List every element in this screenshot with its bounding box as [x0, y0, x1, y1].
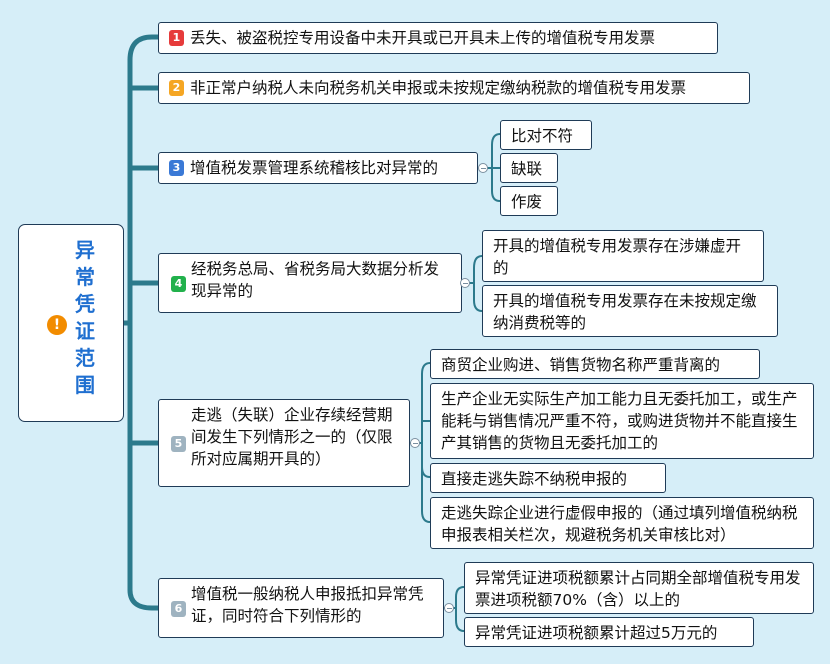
branch-4-child-2[interactable]: 开具的增值税专用发票存在未按规定缴纳消费税等的 [482, 285, 778, 337]
child-text: 开具的增值税专用发票存在未按规定缴纳消费税等的 [493, 292, 757, 332]
child-text: 商贸企业购进、销售货物名称严重背离的 [441, 356, 721, 374]
branch-6-child-1[interactable]: 异常凭证进项税额累计占同期全部增值税专用发票进项税额70%（含）以上的 [464, 562, 814, 614]
branch-3-child-3[interactable]: 作废 [500, 186, 558, 216]
branch-5-child-4[interactable]: 走逃失踪企业进行虚假申报的（通过填列增值税纳税申报表相关栏次，规避税务机关审核比… [430, 497, 814, 549]
branch-1-text: 丢失、被盗税控专用设备中未开具或已开具未上传的增值税专用发票 [190, 29, 656, 47]
branch-3-collapse-toggle[interactable] [478, 163, 488, 173]
branch-5-child-2[interactable]: 生产企业无实际生产加工能力且无委托加工，或生产能耗与销售情况严重不符，或购进货物… [430, 383, 814, 459]
root-title: 异常凭证范围 [75, 238, 95, 397]
priority-2-badge: 2 [169, 80, 184, 96]
branch-3-text: 增值税发票管理系统稽核比对异常的 [190, 159, 439, 177]
branch-6-text: 增值税一般纳税人申报抵扣异常凭证，同时符合下列情形的 [191, 585, 424, 625]
branch-3-child-2[interactable]: 缺联 [500, 153, 558, 183]
branch-5-collapse-toggle[interactable] [410, 438, 420, 448]
child-text: 异常凭证进项税额累计超过5万元的 [475, 624, 718, 642]
branch-6[interactable]: 6 增值税一般纳税人申报抵扣异常凭证，同时符合下列情形的 [158, 578, 444, 638]
branch-6-child-2[interactable]: 异常凭证进项税额累计超过5万元的 [464, 617, 754, 647]
branch-5-text: 走逃（失联）企业存续经营期间发生下列情形之一的（仅限所对应属期开具的） [191, 406, 393, 468]
child-text: 比对不符 [511, 127, 574, 145]
child-text: 直接走逃失踪不纳税申报的 [441, 470, 628, 488]
child-text: 开具的增值税专用发票存在涉嫌虚开的 [493, 237, 742, 277]
branch-3-child-1[interactable]: 比对不符 [500, 120, 592, 150]
child-text: 异常凭证进项税额累计占同期全部增值税专用发票进项税额70%（含）以上的 [475, 569, 801, 609]
priority-5-badge: 5 [171, 436, 186, 452]
branch-4-text: 经税务总局、省税务局大数据分析发现异常的 [191, 260, 440, 300]
branch-5-child-1[interactable]: 商贸企业购进、销售货物名称严重背离的 [430, 349, 760, 379]
branch-2-text: 非正常户纳税人未向税务机关申报或未按规定缴纳税款的增值税专用发票 [190, 79, 687, 97]
child-text: 生产企业无实际生产加工能力且无委托加工，或生产能耗与销售情况严重不符，或购进货物… [441, 390, 798, 452]
priority-1-badge: 1 [169, 30, 184, 46]
branch-5-child-3[interactable]: 直接走逃失踪不纳税申报的 [430, 463, 666, 493]
child-text: 走逃失踪企业进行虚假申报的（通过填列增值税纳税申报表相关栏次，规避税务机关审核比… [441, 504, 798, 544]
branch-1[interactable]: 1 丢失、被盗税控专用设备中未开具或已开具未上传的增值税专用发票 [158, 22, 718, 54]
child-text: 缺联 [511, 160, 543, 178]
branch-4[interactable]: 4 经税务总局、省税务局大数据分析发现异常的 [158, 253, 462, 313]
branch-4-collapse-toggle[interactable] [460, 278, 470, 288]
root-node[interactable]: ! 异常凭证范围 [18, 224, 124, 422]
priority-6-badge: 6 [171, 601, 186, 617]
branch-2[interactable]: 2 非正常户纳税人未向税务机关申报或未按规定缴纳税款的增值税专用发票 [158, 72, 750, 104]
branch-3[interactable]: 3 增值税发票管理系统稽核比对异常的 [158, 152, 478, 184]
branch-4-child-1[interactable]: 开具的增值税专用发票存在涉嫌虚开的 [482, 230, 764, 282]
child-text: 作废 [511, 193, 543, 211]
branch-6-collapse-toggle[interactable] [444, 603, 454, 613]
priority-4-badge: 4 [171, 276, 186, 292]
warning-icon: ! [47, 315, 67, 335]
branch-5[interactable]: 5 走逃（失联）企业存续经营期间发生下列情形之一的（仅限所对应属期开具的） [158, 399, 410, 487]
priority-3-badge: 3 [169, 160, 184, 176]
